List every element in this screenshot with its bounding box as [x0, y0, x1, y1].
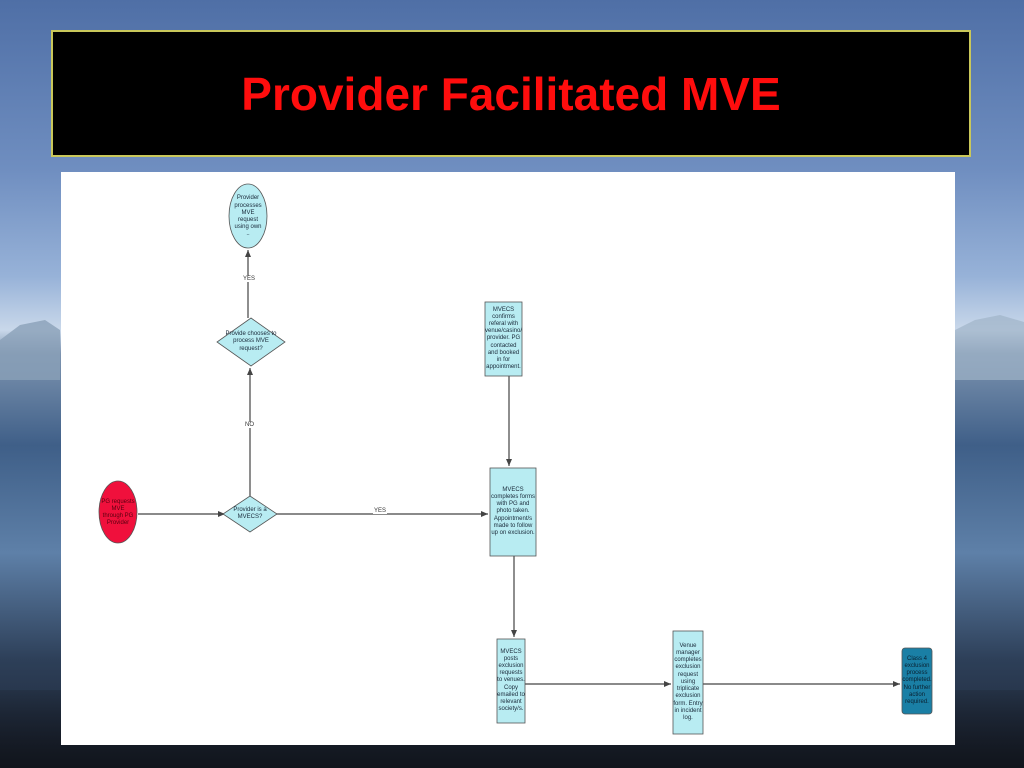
- node-start-label: PG requests MVE through PG Provider: [101, 498, 135, 527]
- node-mvecs-confirms-label: MVECS confirms referal with venue/casino…: [485, 306, 522, 371]
- node-venue-manager-label: Venue manager completes exclusion reques…: [673, 642, 703, 721]
- title-banner: Provider Facilitated MVE: [51, 30, 971, 157]
- node-mvecs-posts-label: MVECS posts exclusion requests to venues…: [497, 648, 525, 713]
- node-mvecs-posts: [496, 638, 526, 724]
- node-provider-is-mvecs-label: Provider is a MVECS?: [233, 506, 267, 520]
- node-provider-is-mvecs: [222, 495, 278, 533]
- edge-label-no: NO: [244, 422, 255, 428]
- node-end: [901, 647, 933, 715]
- node-provider-chooses-label: Provide chooses to process MVE request?: [225, 331, 277, 352]
- flowchart-canvas: [98, 183, 933, 735]
- edge-label-yes-right: YES: [373, 508, 388, 514]
- background-mountains: [0, 315, 1024, 380]
- node-mvecs-completes-label: MVECS completes forms with PG and photo …: [490, 486, 535, 536]
- node-start: [98, 480, 138, 544]
- node-venue-manager: [672, 630, 704, 735]
- flowchart-panel: PG requests MVE through PG Provider Prov…: [61, 172, 955, 745]
- node-mvecs-completes: [489, 467, 537, 557]
- node-mvecs-confirms: [484, 301, 523, 377]
- node-end-label: Class 4 exclusion process completed. No …: [902, 655, 932, 705]
- node-provider-processes-label: Provider processes MVE request using own…: [234, 195, 262, 238]
- slide-title: Provider Facilitated MVE: [241, 67, 781, 120]
- node-provider-processes: [228, 183, 268, 249]
- edge-label-yes-up: YES: [242, 276, 257, 282]
- node-provider-chooses: [216, 317, 286, 367]
